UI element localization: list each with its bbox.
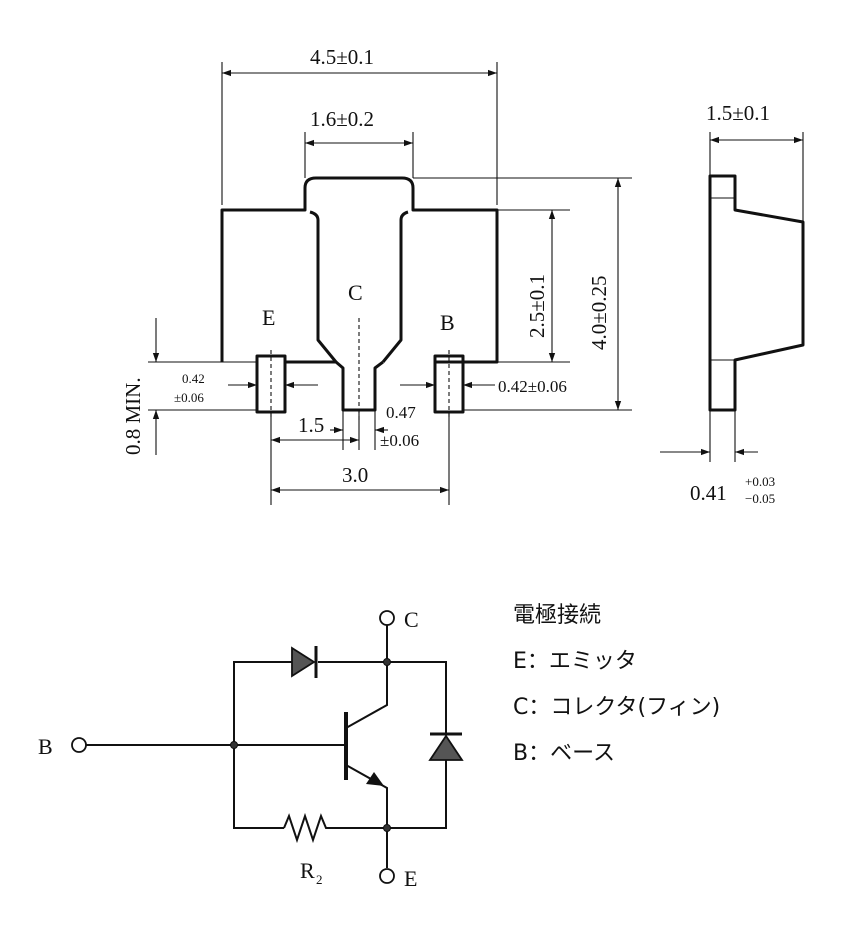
dim-span: 3.0 bbox=[342, 463, 368, 487]
terminal-e-label: E bbox=[404, 866, 417, 891]
diode-ce-icon bbox=[428, 734, 464, 761]
resistor-label: R bbox=[300, 858, 315, 883]
dim-c-width-1: 0.47 bbox=[386, 403, 416, 422]
electrode-connection-legend: 電極接続 E：エミッタ C：コレクタ(フィン) B：ベース bbox=[513, 603, 720, 766]
legend-row-b: B：ベース bbox=[513, 741, 615, 766]
dim-total-height: 4.0±0.25 bbox=[587, 275, 611, 350]
dim-lead-thickness-minus: −0.05 bbox=[745, 491, 775, 506]
terminal-e bbox=[379, 868, 395, 884]
pin-b-label: B bbox=[440, 310, 455, 335]
pin-e-label: E bbox=[262, 305, 275, 330]
dim-pitch: 1.5 bbox=[298, 413, 324, 437]
package-front-view: E C B 4.5±0.1 1.6±0.2 2.5±0.1 4.0±0.25 0… bbox=[121, 45, 632, 505]
dim-b-width: 0.42±0.06 bbox=[498, 377, 567, 396]
package-side-view: 1.5±0.1 0.41 +0.03 −0.05 bbox=[660, 101, 805, 506]
terminal-b bbox=[71, 737, 87, 753]
dim-lead-length: 0.8 MIN. bbox=[121, 377, 145, 455]
legend-row-c: C：コレクタ(フィン) bbox=[513, 695, 720, 720]
terminal-c-label: C bbox=[404, 607, 419, 632]
emitter-arrow-icon bbox=[366, 772, 384, 786]
dim-fin-height: 2.5±0.1 bbox=[525, 274, 549, 338]
dim-lead-thickness: 0.41 bbox=[690, 481, 727, 505]
terminal-c bbox=[379, 610, 395, 626]
package-body bbox=[220, 176, 499, 364]
dim-lead-thickness-plus: +0.03 bbox=[745, 474, 775, 489]
dim-e-width-2: ±0.06 bbox=[174, 390, 204, 405]
terminal-b-label: B bbox=[38, 734, 53, 759]
resistor-subscript: 2 bbox=[316, 872, 323, 887]
equivalent-circuit: R 2 C B E bbox=[38, 607, 464, 891]
dim-tab: 1.6±0.2 bbox=[310, 107, 374, 131]
dim-e-width-1: 0.42 bbox=[182, 371, 205, 386]
resistor-icon bbox=[283, 812, 330, 844]
dim-c-width-2: ±0.06 bbox=[380, 431, 419, 450]
dim-width: 4.5±0.1 bbox=[310, 45, 374, 69]
pin-c-label: C bbox=[348, 280, 363, 305]
dim-side-thickness: 1.5±0.1 bbox=[706, 101, 770, 125]
legend-title: 電極接続 bbox=[513, 603, 601, 628]
legend-row-e: E：エミッタ bbox=[513, 649, 637, 674]
side-body bbox=[708, 174, 805, 412]
diode-bc-icon bbox=[291, 646, 316, 678]
